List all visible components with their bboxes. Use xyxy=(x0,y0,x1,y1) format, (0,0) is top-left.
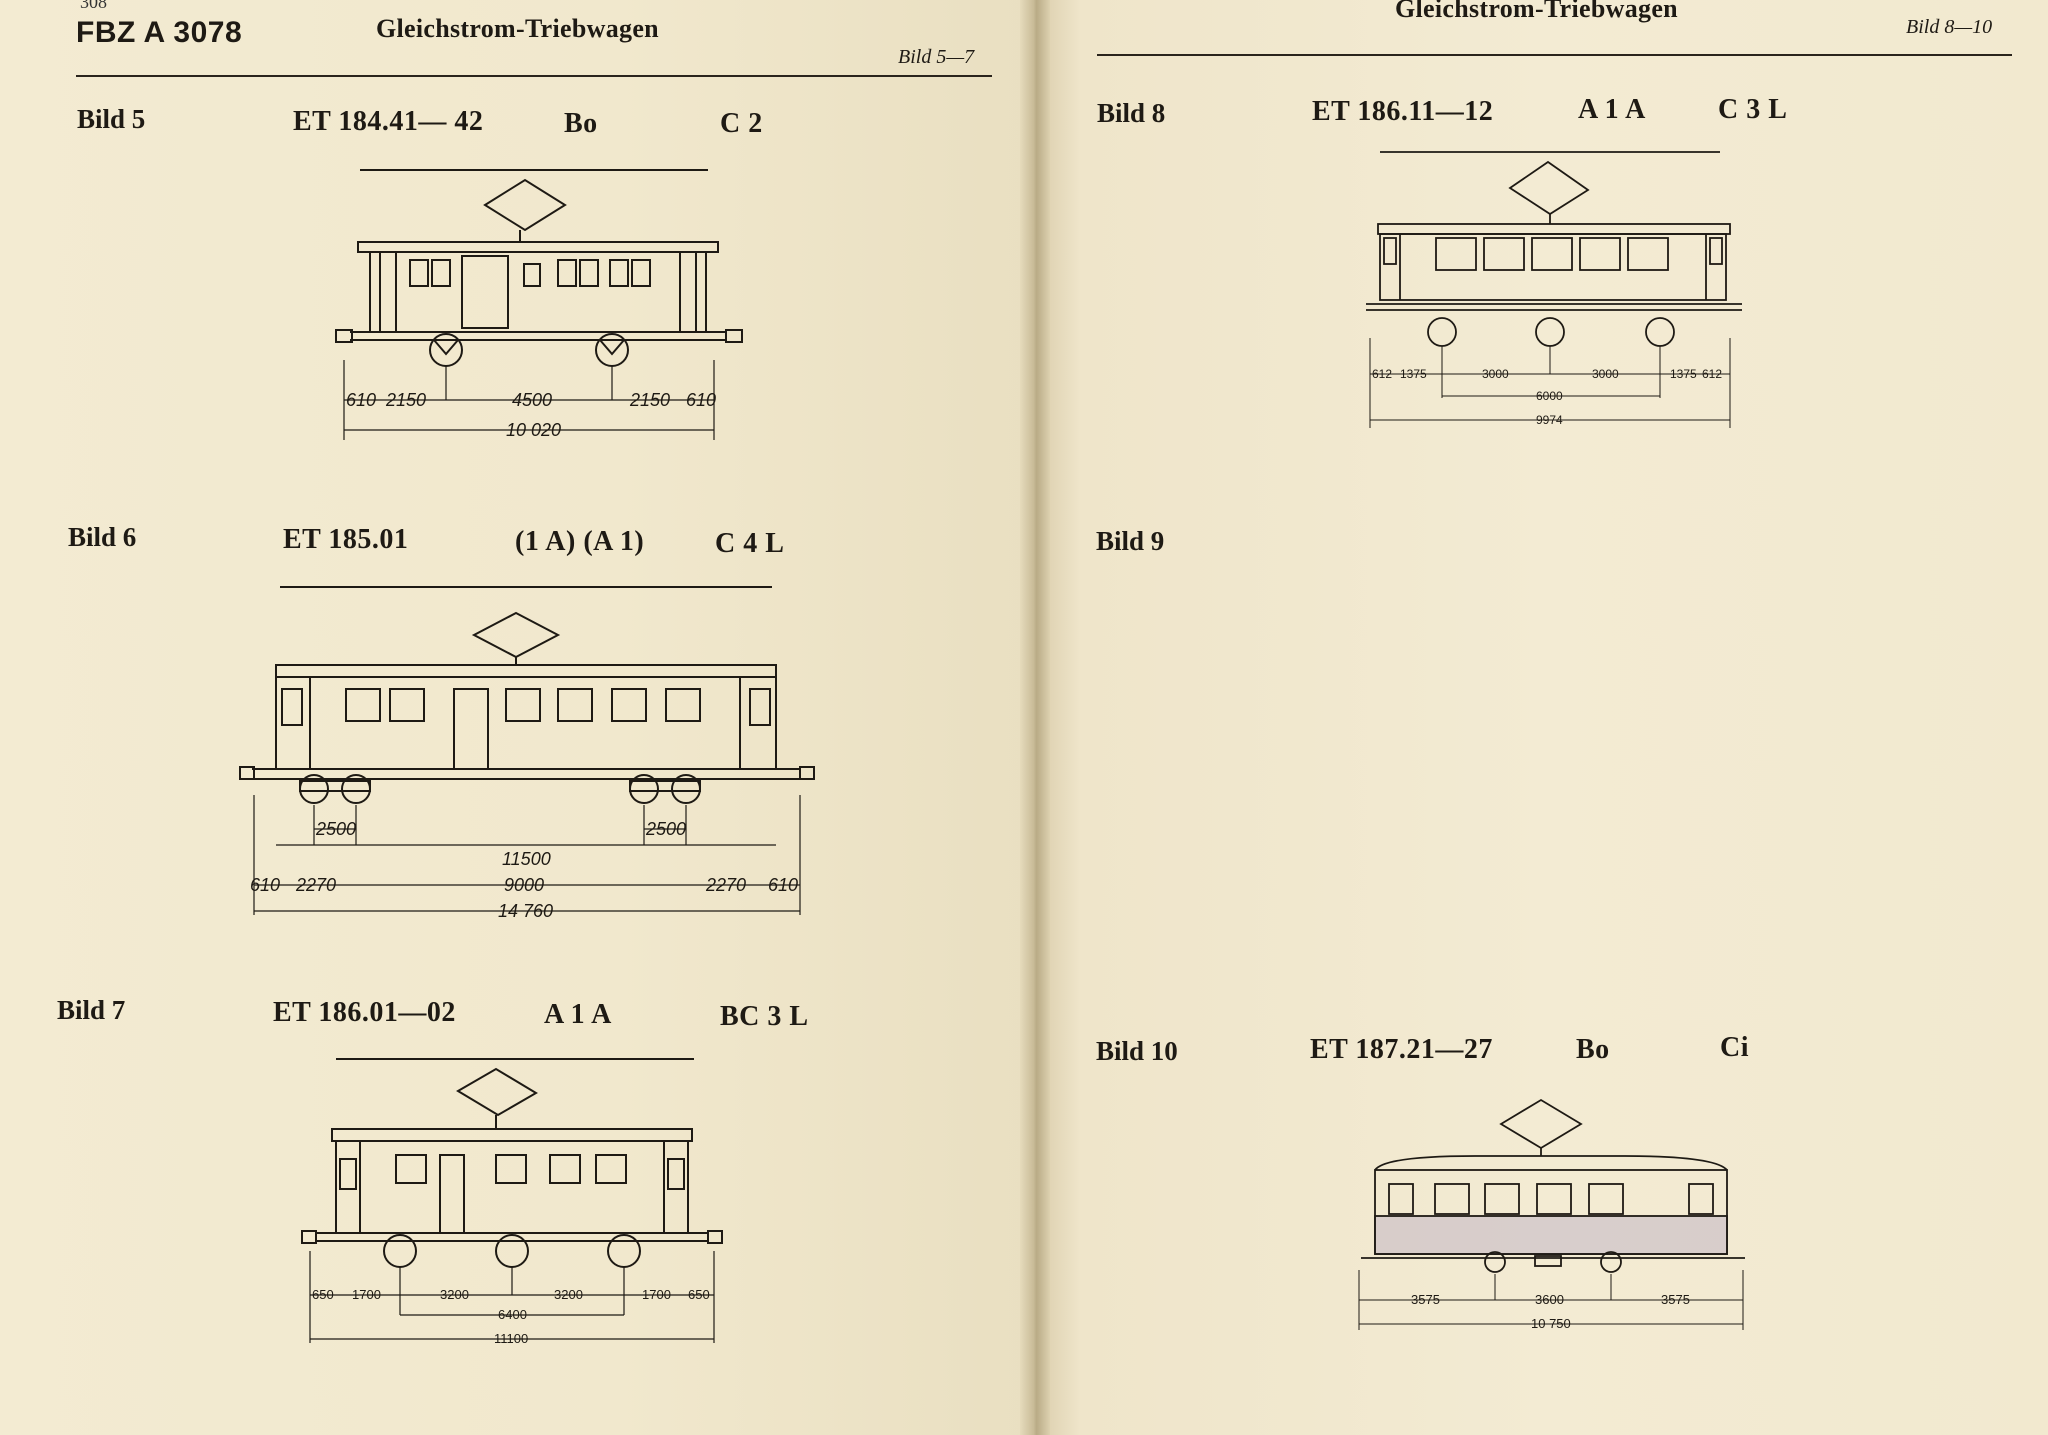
figure-label: Bild 9 xyxy=(1096,526,1165,556)
dim-label: 612 xyxy=(1372,367,1392,381)
dim-label: 3000 xyxy=(1592,367,1619,381)
dim-label: 610 xyxy=(686,390,716,410)
figure-axle-arrangement: Bo xyxy=(1576,1034,1610,1065)
dim-total: 11100 xyxy=(494,1331,528,1346)
figure-designation: ET 184.41— 42 xyxy=(293,106,484,137)
dim-label: 3000 xyxy=(1482,367,1509,381)
figure-car-class: C 4 L xyxy=(715,528,785,559)
dim-label: 612 xyxy=(1702,367,1722,381)
figure-axle-arrangement: A 1 A xyxy=(1578,94,1646,125)
dim-total: 9974 xyxy=(1536,413,1563,427)
dim-label: 4500 xyxy=(512,390,552,410)
dim-label: 3575 xyxy=(1661,1292,1690,1307)
dim-label: 11500 xyxy=(502,849,551,869)
figure-car-class: BC 3 L xyxy=(720,1001,809,1032)
dim-label: 6400 xyxy=(498,1307,527,1322)
dim-total: 10 750 xyxy=(1531,1316,1571,1331)
dim-label: 3600 xyxy=(1535,1292,1564,1307)
figure-label: Bild 6 xyxy=(68,522,137,552)
bild-range-right: Bild 8—10 xyxy=(1906,16,1993,38)
dim-label: 650 xyxy=(312,1287,334,1302)
figure-designation: ET 186.11—12 xyxy=(1312,96,1494,127)
document-code: FBZ A 3078 xyxy=(76,16,243,49)
dim-label: 3575 xyxy=(1411,1292,1440,1307)
left-page xyxy=(0,0,1030,1435)
running-title-right: Gleichstrom-Triebwagen xyxy=(1395,0,1678,23)
book-gutter xyxy=(1020,0,1050,1435)
figure-axle-arrangement: Bo xyxy=(564,108,598,139)
dim-label: 610 xyxy=(250,875,280,895)
dim-label: 2150 xyxy=(385,390,426,410)
dim-label: 610 xyxy=(346,390,376,410)
dim-label: 2270 xyxy=(705,875,746,895)
dim-label: 2500 xyxy=(315,819,356,839)
figure-label: Bild 10 xyxy=(1096,1036,1178,1066)
dim-label: 6000 xyxy=(1536,389,1563,403)
figure-car-class: Ci xyxy=(1720,1032,1749,1063)
figure-car-class: C 2 xyxy=(720,108,763,139)
figure-axle-arrangement: (1 A) (A 1) xyxy=(515,526,645,557)
figure-designation: ET 185.01 xyxy=(283,524,409,555)
railcar-drawing-bild-6: 2500 2500 11500 610 2270 9000 2270 610 1… xyxy=(239,586,815,921)
figure-label: Bild 8 xyxy=(1097,98,1166,128)
header-rule-left xyxy=(76,75,992,77)
figure-label: Bild 5 xyxy=(77,104,146,134)
right-page xyxy=(1040,0,2048,1435)
railcar-drawing-bild-8: 612 1375 3000 3000 1375 612 6000 9974 xyxy=(1366,151,1742,428)
dim-label: 2150 xyxy=(629,390,670,410)
dim-total: 10 020 xyxy=(506,420,561,440)
dim-label: 1700 xyxy=(352,1287,381,1302)
dim-label: 2500 xyxy=(645,819,686,839)
railcar-drawing-bild-10: 3575 3600 3575 10 750 xyxy=(1358,1098,1745,1331)
figure-designation: ET 186.01—02 xyxy=(273,997,456,1028)
dim-label: 9000 xyxy=(504,875,544,895)
dim-total: 14 760 xyxy=(498,901,553,921)
header-rule-right xyxy=(1097,54,2012,56)
dim-label: 650 xyxy=(688,1287,710,1302)
dim-label: 1700 xyxy=(642,1287,671,1302)
dim-label: 2270 xyxy=(295,875,336,895)
railcar-drawing-bild-7: 650 1700 3200 3200 1700 650 6400 11100 xyxy=(301,1058,723,1346)
dim-label: 610 xyxy=(768,875,798,895)
figure-designation: ET 187.21—27 xyxy=(1310,1034,1493,1065)
running-title-left: Gleichstrom-Triebwagen xyxy=(376,14,659,43)
figure-car-class: C 3 L xyxy=(1718,94,1788,125)
railcar-drawing-bild-5: 610 2150 4500 2150 610 10 020 xyxy=(335,169,743,440)
dim-label: 1375 xyxy=(1400,367,1427,381)
dim-label: 3200 xyxy=(554,1287,583,1302)
dim-label: 1375 xyxy=(1670,367,1697,381)
figure-label: Bild 7 xyxy=(57,995,126,1025)
bild-range-left: Bild 5—7 xyxy=(898,46,975,68)
dim-label: 3200 xyxy=(440,1287,469,1302)
figure-axle-arrangement: A 1 A xyxy=(544,999,612,1030)
page-number: 308 xyxy=(80,0,107,12)
